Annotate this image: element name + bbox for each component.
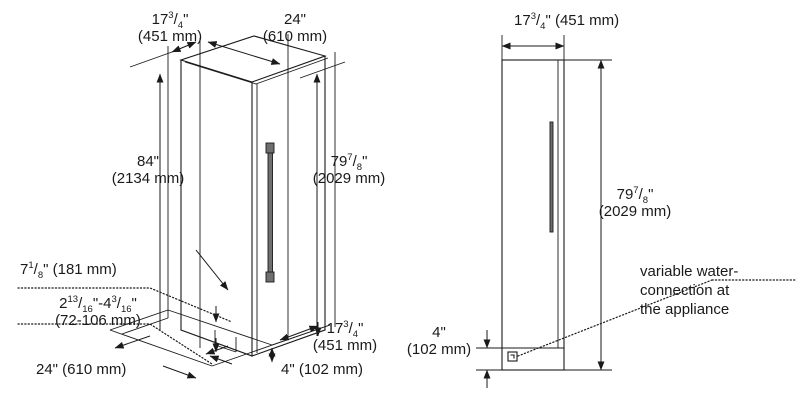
label-base-width: 24" (610 mm) (36, 361, 127, 378)
label-niche-depth-top: 173/4" (451 mm) (137, 10, 203, 45)
base-dimension-arrows (205, 306, 322, 365)
side-elevation-body (501, 59, 565, 371)
water-connection-leader (517, 279, 796, 357)
dim-niche-width-top (207, 41, 281, 65)
water-connection-line3: the appliance (640, 301, 730, 318)
dim-base-width-leader (114, 335, 197, 379)
dim-base-depth (279, 325, 319, 341)
label-side-base-height: 4" (102 mm) (406, 324, 472, 358)
water-zone-leaders (17, 249, 233, 365)
label-water-zone-depth: 71/8" (181 mm) (20, 260, 117, 281)
side-door-handle (549, 121, 554, 233)
label-side-width: 173/4" (451 mm) (514, 11, 620, 32)
isometric-cabinet (179, 35, 329, 357)
label-appliance-height: 797/8" (2029 mm) (312, 152, 386, 187)
label-side-height: 797/8" (2029 mm) (598, 185, 672, 220)
door-handle (265, 142, 275, 283)
niche-extension-lines (167, 34, 336, 348)
annotation-water-connection: variable water- connection at the applia… (640, 262, 738, 319)
dim-niche-height (121, 51, 173, 335)
label-base-front-offset: 4" (102 mm) (281, 361, 364, 378)
label-niche-height: 84" (2134 mm) (111, 153, 185, 187)
label-niche-width-top: 24" (610 mm) (262, 11, 328, 45)
label-base-depth: 173/4" (451 mm) (312, 319, 378, 354)
water-connection-line1: variable water- (640, 263, 739, 280)
label-water-zone-range: 213/16"-43/16" (72-106 mm) (55, 294, 141, 329)
dim-appliance-height-iso (299, 61, 346, 336)
water-connection-icon (507, 351, 518, 362)
dim-niche-depth-top (171, 41, 197, 53)
water-connection-line2: connection at (640, 282, 730, 299)
